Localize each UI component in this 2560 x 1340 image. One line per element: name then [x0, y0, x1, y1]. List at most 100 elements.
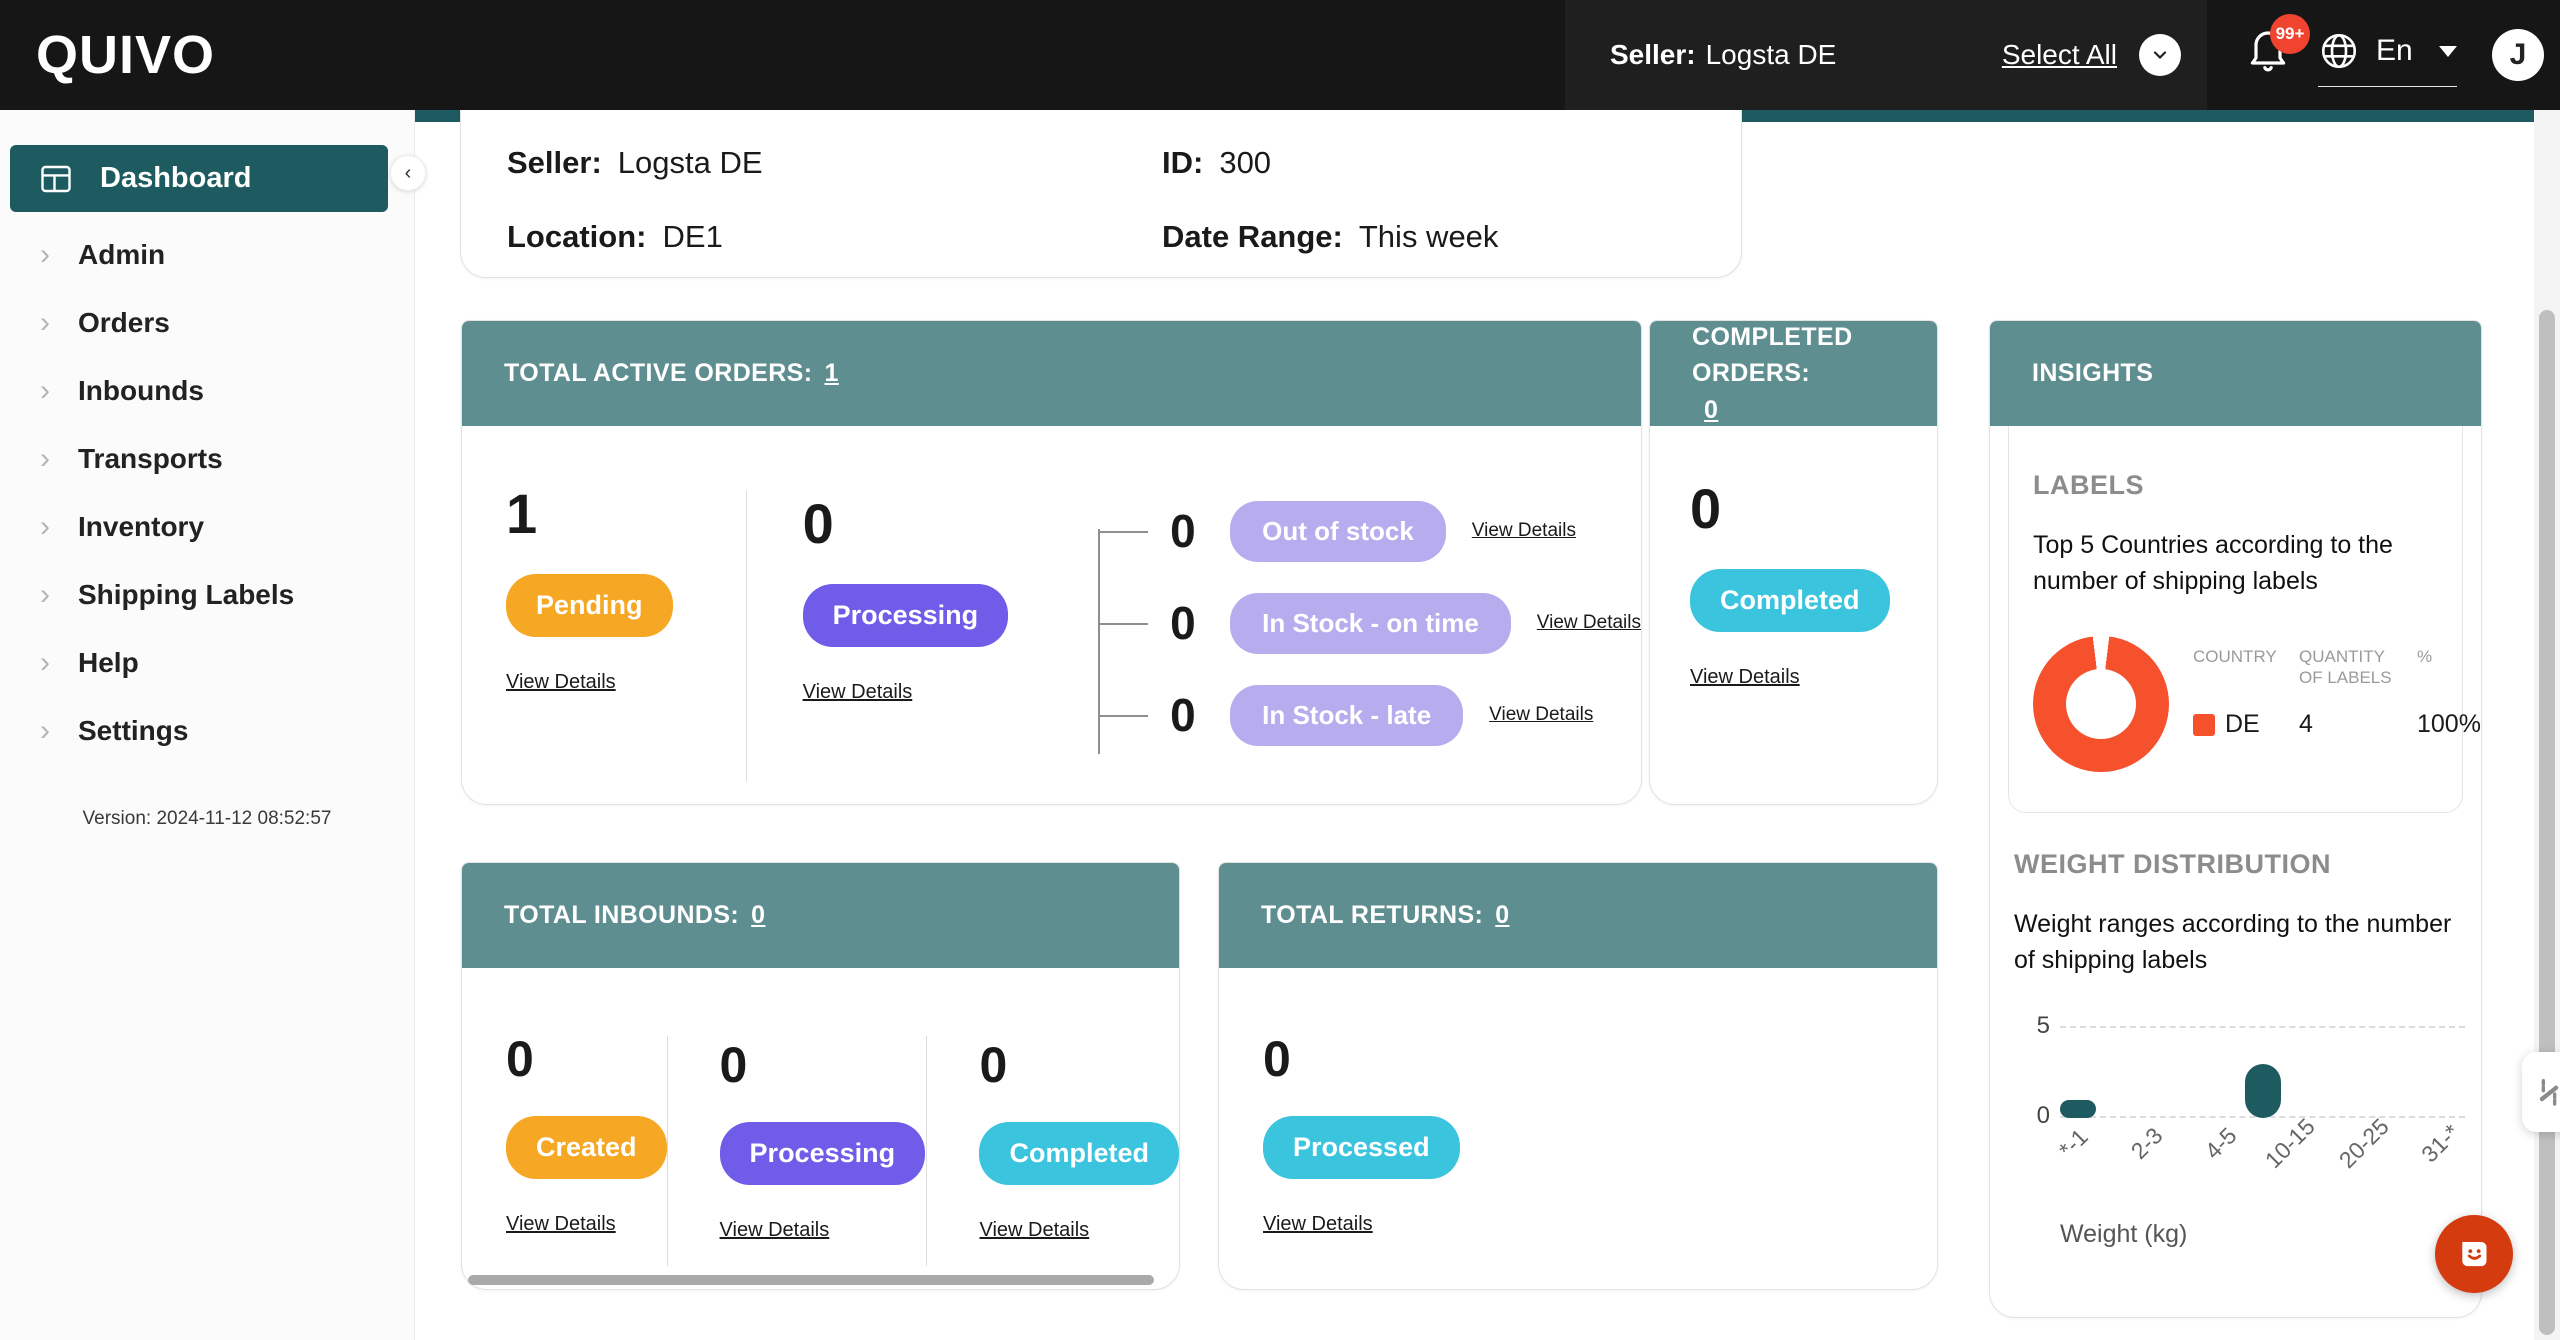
processed-count: 0: [1263, 1031, 1291, 1087]
view-details-link[interactable]: View Details: [979, 1219, 1090, 1241]
pending-count: 1: [506, 482, 538, 545]
chevron-right-icon: ›: [40, 714, 50, 747]
sidebar-item-orders[interactable]: ›Orders: [0, 289, 414, 357]
card-body: 0 Completed View Details: [1650, 426, 1937, 689]
select-all-dropdown-button[interactable]: [2139, 34, 2181, 76]
processing-count: 0: [802, 492, 834, 555]
language-selector[interactable]: En: [2318, 30, 2457, 87]
chat-support-button[interactable]: [2435, 1215, 2513, 1293]
seller-value: Logsta DE: [617, 145, 763, 180]
sidebar-item-label: Admin: [78, 239, 166, 270]
processing-count: 0: [719, 1037, 748, 1093]
sidebar: Dashboard ›Admin ›Orders ›Inbounds ›Tran…: [0, 110, 415, 1340]
view-details-link[interactable]: View Details: [1690, 666, 1800, 688]
completed-pill: Completed: [979, 1122, 1179, 1185]
chat-smiley-icon: [2462, 1242, 2487, 1267]
processing-pill: Processing: [719, 1122, 926, 1185]
completed-pill: Completed: [1690, 569, 1890, 632]
card-header: TOTAL ACTIVE ORDERS: 1: [462, 321, 1641, 426]
created-count: 0: [506, 1031, 534, 1087]
id-label: ID:: [1162, 145, 1204, 180]
date-range-row: Date Range:This week: [1162, 219, 1741, 255]
card-count-link[interactable]: 0: [1495, 901, 1510, 930]
labels-description: Top 5 Countries according to the number …: [2033, 531, 2393, 596]
gridline-5: [2060, 1026, 2465, 1028]
pending-column: 1 Pending View Details: [462, 481, 746, 806]
sidebar-item-inbounds[interactable]: ›Inbounds: [0, 357, 414, 425]
out-of-stock-pill: Out of stock: [1230, 500, 1446, 562]
legend-col-country: COUNTRY: [2193, 646, 2277, 666]
card-count-link[interactable]: 1: [824, 359, 839, 388]
chevron-down-icon: [2153, 51, 2167, 60]
view-details-link[interactable]: View Details: [506, 1213, 616, 1235]
view-details-link[interactable]: View Details: [1263, 1213, 1373, 1235]
chevron-right-icon: ›: [40, 646, 50, 679]
app-version: Version: 2024-11-12 08:52:57: [82, 808, 332, 829]
sidebar-item-label: Settings: [78, 715, 189, 746]
sidebar-item-inventory[interactable]: ›Inventory: [0, 493, 414, 561]
sidebar-item-help[interactable]: ›Help: [0, 629, 414, 697]
legend-country: DE: [2225, 710, 2260, 738]
card-title: TOTAL RETURNS:: [1261, 901, 1484, 930]
header-seller-text: Seller:Logsta DE: [1610, 39, 1836, 71]
view-details-link[interactable]: View Details: [1489, 704, 1594, 725]
weight-bar: [2060, 1100, 2097, 1118]
view-details-link[interactable]: View Details: [506, 671, 616, 693]
card-count-link[interactable]: 0: [751, 901, 766, 930]
processing-column: 0 Processing View Details: [666, 1036, 927, 1266]
notifications-button[interactable]: 99+: [2244, 14, 2310, 86]
card-body: 0 Created View Details 0 Processing View…: [462, 968, 1179, 1291]
id-row: ID:300: [1162, 145, 1741, 181]
in-stock-on-time-pill: In Stock - on time: [1230, 592, 1511, 654]
view-details-link[interactable]: View Details: [1536, 612, 1641, 633]
card-body: 0 Processed View Details: [1219, 968, 1937, 1236]
sidebar-collapse-button[interactable]: ‹: [390, 155, 426, 191]
sidebar-item-shipping-labels[interactable]: ›Shipping Labels: [0, 561, 414, 629]
route-steps-icon: [2539, 1078, 2559, 1106]
x-axis-label: Weight (kg): [2060, 1220, 2188, 1248]
legend-col-quantity: QUANTITY OF LABELS: [2299, 646, 2392, 687]
horizontal-scrollbar[interactable]: [468, 1275, 1154, 1285]
seller-row: Seller:Logsta DE: [507, 145, 1162, 181]
insights-card: INSIGHTS LABELS Top 5 Countries accordin…: [1989, 320, 2482, 1318]
card-title: TOTAL ACTIVE ORDERS:: [504, 359, 813, 388]
labels-donut-chart: [2033, 635, 2169, 772]
vertical-scrollbar-track[interactable]: [2534, 110, 2560, 1340]
sidebar-item-admin[interactable]: ›Admin: [0, 221, 414, 289]
card-count-link[interactable]: 0: [1704, 395, 1719, 424]
total-returns-card: TOTAL RETURNS: 0 0 Processed View Detail…: [1218, 862, 1938, 1290]
completed-column: 0 Completed View Details: [926, 1036, 1179, 1266]
sidebar-item-settings[interactable]: › Settings: [0, 697, 414, 765]
y-axis-tick: 5: [2036, 1012, 2050, 1039]
view-details-link[interactable]: View Details: [1471, 520, 1576, 541]
x-axis-tick: 10-15: [2260, 1113, 2321, 1174]
chevron-right-icon: ›: [40, 442, 50, 475]
view-details-link[interactable]: View Details: [802, 681, 913, 703]
processing-column: 0 Processing View Details: [745, 491, 1059, 781]
created-pill: Created: [506, 1116, 667, 1179]
chevron-left-icon: ‹: [404, 161, 412, 184]
sidebar-item-dashboard[interactable]: Dashboard: [10, 145, 388, 212]
sidebar-menu: ›Admin ›Orders ›Inbounds ›Transports ›In…: [0, 221, 414, 765]
out-of-stock-count: 0: [1170, 505, 1196, 557]
total-inbounds-card: TOTAL INBOUNDS: 0 0 Created View Details…: [461, 862, 1180, 1290]
quivo-logo[interactable]: QUIVO: [36, 25, 216, 85]
select-all-link[interactable]: Select All: [2001, 39, 2117, 70]
legend-quantity: 4: [2299, 710, 2313, 738]
chevron-right-icon: ›: [40, 578, 50, 611]
in-stock-late-pill: In Stock - late: [1230, 684, 1464, 746]
vertical-scrollbar-thumb[interactable]: [2539, 310, 2555, 1335]
sidebar-item-transports[interactable]: › Transports: [0, 425, 414, 493]
dashboard-icon: [41, 165, 71, 192]
globe-icon: [2321, 33, 2357, 69]
sidebar-item-label: Orders: [78, 307, 170, 338]
seller-panel: Seller:Logsta DE Select All: [1565, 0, 2207, 110]
user-avatar[interactable]: J: [2492, 29, 2544, 81]
view-details-link[interactable]: View Details: [719, 1219, 830, 1241]
in-stock-late-row: 0 In Stock - late View Details: [1098, 669, 1641, 761]
card-header: COMPLETED ORDERS: 0: [1650, 321, 1937, 426]
sidebar-item-label: Transports: [78, 443, 223, 474]
route-toggle-button[interactable]: [2522, 1052, 2560, 1132]
labels-section: LABELS Top 5 Countries according to the …: [2008, 426, 2481, 813]
